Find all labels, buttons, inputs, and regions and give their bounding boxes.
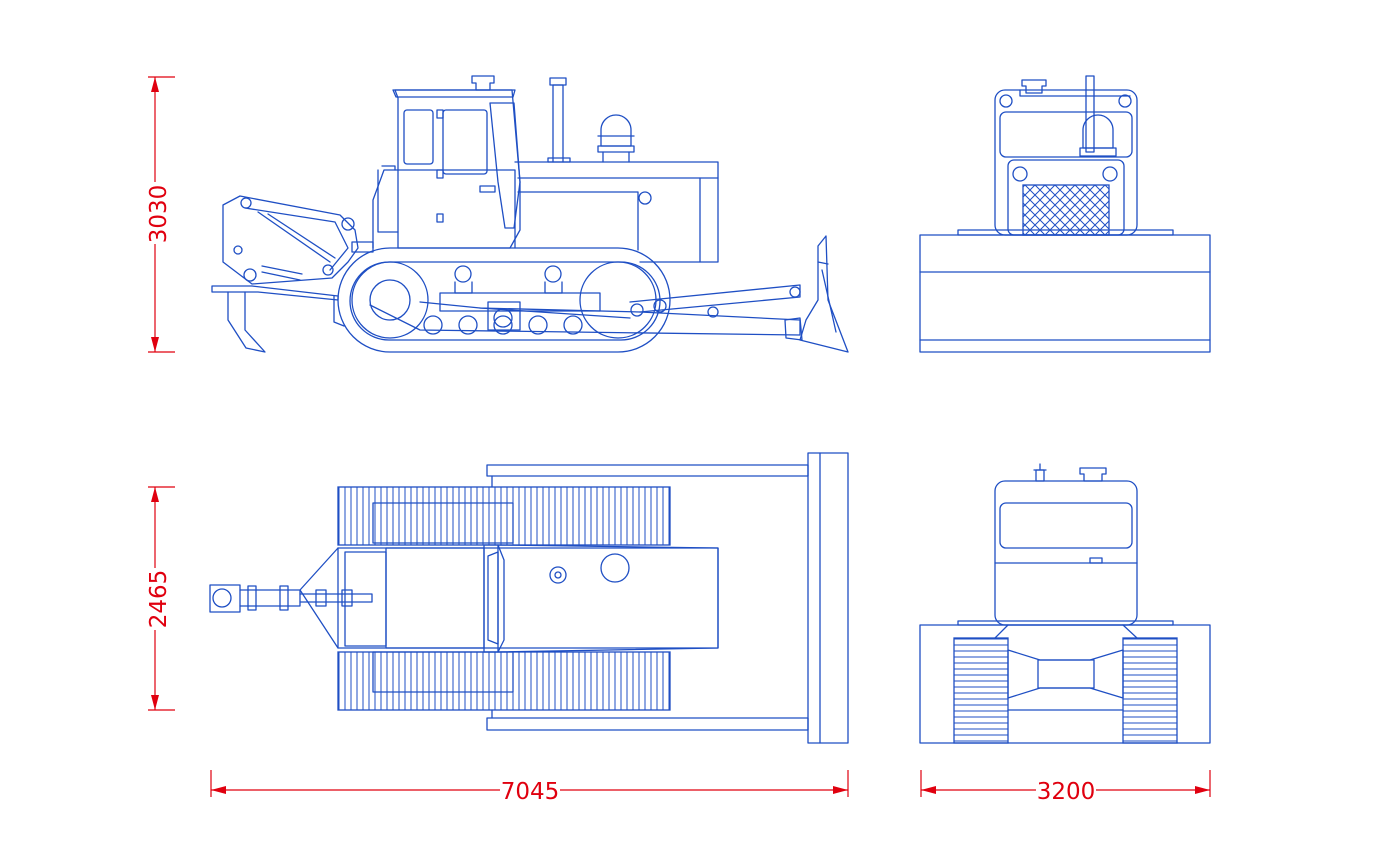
ripper-shank-top xyxy=(209,584,241,613)
top-body xyxy=(337,547,719,649)
rear-view xyxy=(919,463,1211,744)
upper-push-arm xyxy=(486,464,809,477)
ripper-tooth xyxy=(227,291,266,353)
rear-left-track xyxy=(953,637,1009,744)
dim-label-3030: 3030 xyxy=(146,185,172,244)
rear-drawbar xyxy=(1007,649,1124,699)
dimension-width-total: 3200 xyxy=(920,770,1211,805)
ripper-cylinder xyxy=(257,211,336,263)
exhaust-stack xyxy=(552,84,564,163)
front-exhaust xyxy=(1085,75,1095,153)
blade xyxy=(799,235,849,353)
radiator-grille xyxy=(1022,184,1110,236)
right-track xyxy=(337,651,671,711)
lower-push-arm xyxy=(486,717,809,731)
rear-window xyxy=(999,502,1133,549)
air-intake xyxy=(600,114,632,147)
dimension-length-total: 7045 xyxy=(210,770,849,805)
cab-window-door xyxy=(442,109,488,175)
dim-label-7045: 7045 xyxy=(501,779,560,805)
cab xyxy=(394,89,521,249)
top-cab xyxy=(385,547,485,649)
front-view xyxy=(919,75,1211,353)
dim-label-2465: 2465 xyxy=(146,570,172,629)
rear-box xyxy=(377,169,399,233)
ripper-frame xyxy=(222,195,359,285)
rear-right-track xyxy=(1122,637,1178,744)
ripper-hitch xyxy=(299,547,339,649)
top-view xyxy=(209,452,849,744)
sprocket-hub xyxy=(369,279,411,321)
cab-base xyxy=(372,169,516,249)
top-hood xyxy=(497,544,719,653)
engine-hood xyxy=(514,161,719,263)
left-track xyxy=(337,486,671,546)
cab-window-rear xyxy=(403,109,434,165)
track-inner xyxy=(349,261,661,341)
cab-vent xyxy=(471,75,495,91)
cab-window-front xyxy=(489,102,521,229)
dimension-width-top: 2465 xyxy=(140,486,175,711)
sprocket-wheel xyxy=(351,261,429,339)
track-outline xyxy=(337,247,671,353)
side-view xyxy=(211,75,849,353)
front-blade xyxy=(919,234,1211,353)
front-windshield xyxy=(999,111,1133,158)
ripper-beam xyxy=(211,285,339,301)
top-air-intake xyxy=(600,553,630,583)
rear-cab xyxy=(994,480,1138,626)
dim-label-3200: 3200 xyxy=(1037,779,1096,805)
dimension-height-side: 3030 xyxy=(140,76,175,353)
top-blade xyxy=(807,452,849,744)
